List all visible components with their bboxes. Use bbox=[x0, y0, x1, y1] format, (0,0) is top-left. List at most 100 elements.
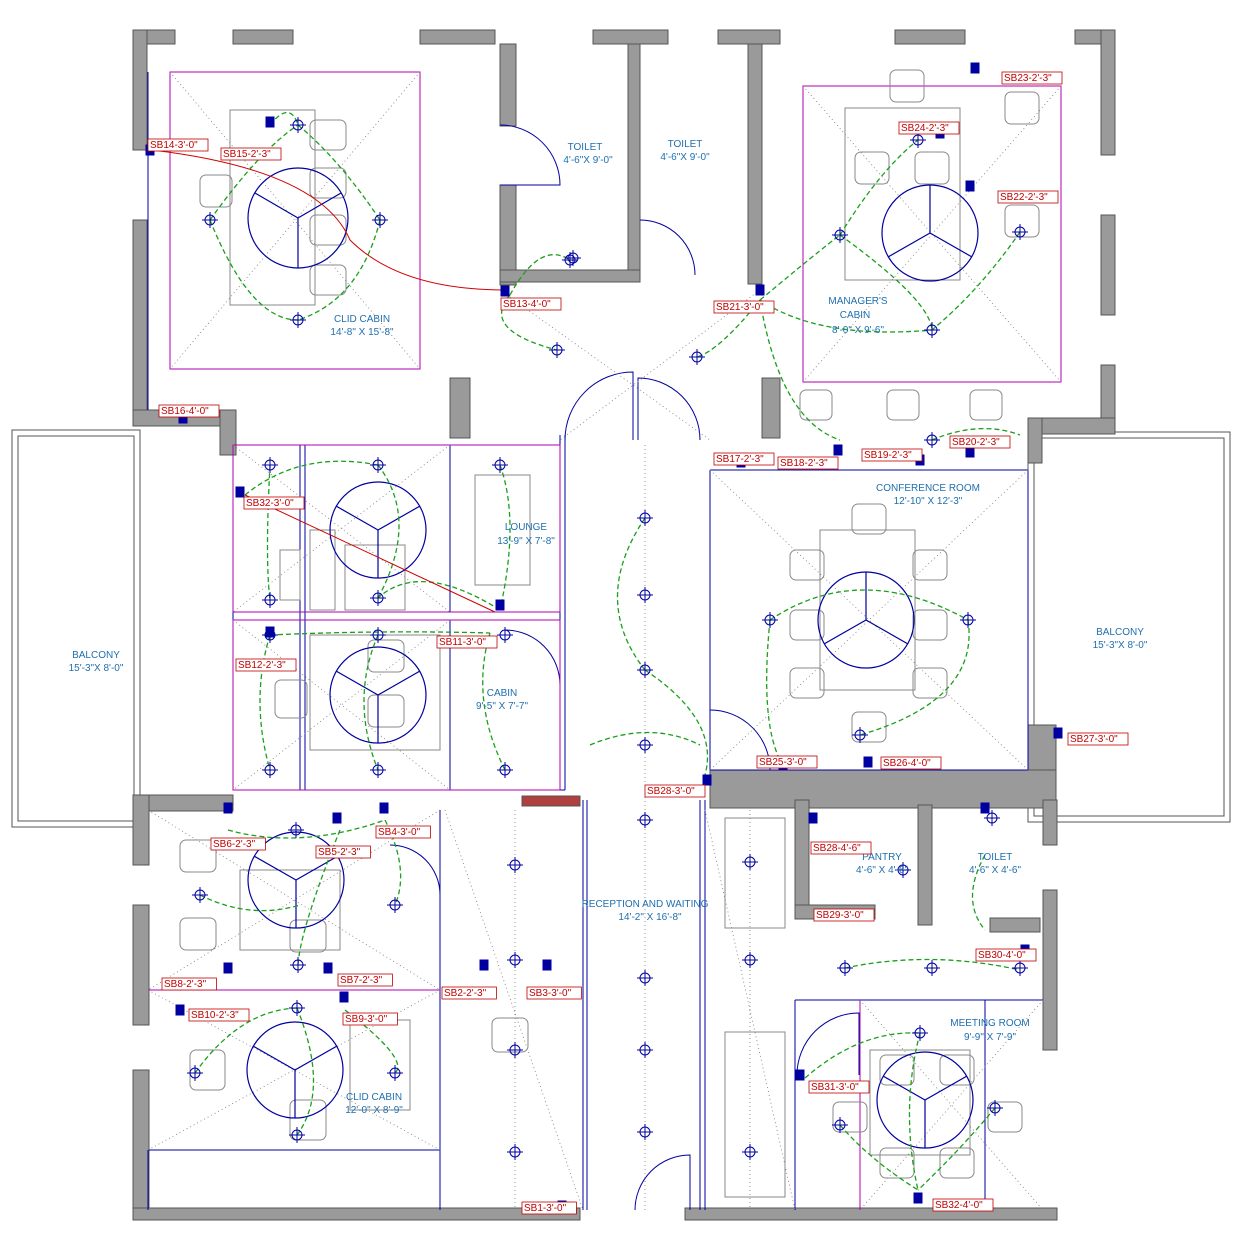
room-size: 12'-10" X 12'-3" bbox=[894, 496, 963, 507]
light-point-icon bbox=[742, 1144, 758, 1160]
svg-text:SB19-2'-3": SB19-2'-3" bbox=[864, 450, 912, 461]
switchboard-icon bbox=[265, 626, 275, 638]
switchboard-icon bbox=[970, 62, 980, 74]
switchboard-icon bbox=[495, 599, 505, 611]
switchboard-tags: SB14-3'-0"SB15-2'-3"SB13-4'-0"SB21-3'-0"… bbox=[147, 71, 1129, 1215]
switchboard-icon bbox=[235, 486, 245, 498]
light-points bbox=[187, 117, 1028, 1160]
light-point-icon bbox=[912, 1025, 928, 1041]
light-point-icon bbox=[742, 952, 758, 968]
svg-text:SB31-3'-0": SB31-3'-0" bbox=[811, 1082, 859, 1093]
switchboard-tag: SB8-2'-3" bbox=[161, 977, 217, 991]
switchboard-icon bbox=[223, 802, 233, 814]
switchboard-tag: SB31-3'-0" bbox=[808, 1080, 870, 1094]
walls bbox=[132, 29, 1116, 1221]
light-point-icon bbox=[637, 1042, 653, 1058]
switchboard-tag: SB5-2'-3" bbox=[315, 845, 371, 859]
switchboard-tag: SB10-2'-3" bbox=[188, 1008, 250, 1022]
light-point-icon bbox=[837, 960, 853, 976]
light-point-icon bbox=[637, 662, 653, 678]
light-point-icon bbox=[370, 627, 386, 643]
light-point-icon bbox=[507, 857, 523, 873]
red-wall-block bbox=[521, 795, 581, 807]
room-size: 4'-6" X 4'-6" bbox=[856, 865, 909, 876]
switchboard-tag: SB7-2'-3" bbox=[337, 973, 393, 987]
svg-text:SB18-2'-3": SB18-2'-3" bbox=[780, 458, 828, 469]
room-name: CONFERENCE ROOM bbox=[876, 483, 980, 494]
svg-text:SB15-2'-3": SB15-2'-3" bbox=[223, 149, 271, 160]
switchboard-tag: SB1-3'-0" bbox=[521, 1201, 577, 1215]
room-name: CLID CABIN bbox=[334, 314, 390, 325]
light-point-icon bbox=[637, 812, 653, 828]
switchboard-icon bbox=[223, 962, 233, 974]
switchboard-tag: SB25-3'-0" bbox=[756, 755, 818, 769]
red-wiring bbox=[151, 149, 506, 613]
switchboard-tag: SB20-2'-3" bbox=[949, 435, 1011, 449]
light-point-icon bbox=[762, 612, 778, 628]
switchboard-tag: SB16-4'-0" bbox=[158, 404, 220, 418]
switchboard-tag: SB29-3'-0" bbox=[813, 908, 875, 922]
switchboard-icon bbox=[332, 812, 342, 824]
light-point-icon bbox=[262, 762, 278, 778]
svg-text:SB7-2'-3": SB7-2'-3" bbox=[340, 975, 383, 986]
light-point-icon bbox=[192, 887, 208, 903]
svg-text:SB12-2'-3": SB12-2'-3" bbox=[238, 660, 286, 671]
svg-text:SB23-2'-3": SB23-2'-3" bbox=[1004, 73, 1052, 84]
switchboard-icon bbox=[1053, 727, 1063, 739]
svg-text:SB9-3'-0": SB9-3'-0" bbox=[345, 1014, 388, 1025]
switchboard-tag: SB24-2'-3" bbox=[898, 121, 960, 135]
light-point-icon bbox=[637, 510, 653, 526]
switchboard-tag: SB14-3'-0" bbox=[147, 138, 209, 152]
light-point-icon bbox=[924, 322, 940, 338]
svg-text:SB30-4'-0": SB30-4'-0" bbox=[978, 950, 1026, 961]
room-name: TOILET bbox=[978, 852, 1013, 863]
room-lines bbox=[147, 72, 1043, 1211]
room-size: 14'-8" X 15'-8" bbox=[330, 327, 394, 338]
room-name: CLID CABIN bbox=[346, 1092, 402, 1103]
light-point-icon bbox=[637, 970, 653, 986]
switchboard-icon bbox=[702, 774, 712, 786]
switchboard-tag: SB32-4'-0" bbox=[932, 1198, 994, 1212]
light-point-icon bbox=[370, 457, 386, 473]
switchboard-tag: SB32-3'-0" bbox=[243, 496, 305, 510]
light-point-icon bbox=[370, 590, 386, 606]
light-point-icon bbox=[262, 457, 278, 473]
light-point-icon bbox=[507, 1042, 523, 1058]
svg-text:SB28-4'-6": SB28-4'-6" bbox=[813, 843, 861, 854]
light-point-icon bbox=[507, 1144, 523, 1160]
ceiling-fans bbox=[246, 167, 979, 1149]
room-name: MEETING ROOM bbox=[950, 1018, 1029, 1029]
light-point-icon bbox=[289, 1000, 305, 1016]
svg-text:SB25-3'-0": SB25-3'-0" bbox=[759, 757, 807, 768]
svg-text:SB14-3'-0": SB14-3'-0" bbox=[150, 140, 198, 151]
room-size: 15'-3"X 8'-0" bbox=[69, 663, 124, 674]
partitions bbox=[148, 71, 1062, 1210]
ceiling-fan-icon bbox=[881, 184, 979, 282]
switchboards bbox=[145, 62, 1063, 1212]
light-point-icon bbox=[290, 312, 306, 328]
switchboard-tag: SB21-3'-0" bbox=[713, 300, 775, 314]
room-size: 9'-5" X 7'-7" bbox=[476, 701, 529, 712]
switchboard-tag: SB18-2'-3" bbox=[777, 456, 839, 470]
light-point-icon bbox=[984, 810, 1000, 826]
svg-text:SB17-2'-3": SB17-2'-3" bbox=[716, 454, 764, 465]
ceiling-grid bbox=[147, 71, 1062, 1211]
light-point-icon bbox=[1012, 960, 1028, 976]
room-name: RECEPTION AND WAITING bbox=[582, 899, 709, 910]
light-point-icon bbox=[290, 117, 306, 133]
light-point-icon bbox=[637, 737, 653, 753]
switchboard-icon bbox=[980, 802, 990, 814]
svg-text:SB29-3'-0": SB29-3'-0" bbox=[816, 910, 864, 921]
furniture bbox=[179, 69, 1040, 1198]
room-name: MANAGER'S bbox=[828, 296, 887, 307]
svg-text:SB28-3'-0": SB28-3'-0" bbox=[647, 786, 695, 797]
svg-text:SB20-2'-3": SB20-2'-3" bbox=[952, 437, 1000, 448]
wiring bbox=[194, 111, 1021, 1191]
room-name: CABIN bbox=[840, 310, 871, 321]
switchboard-tag: SB12-2'-3" bbox=[235, 658, 297, 672]
svg-text:SB8-2'-3": SB8-2'-3" bbox=[164, 979, 207, 990]
svg-text:SB6-2'-3": SB6-2'-3" bbox=[213, 839, 256, 850]
switchboard-tag: SB17-2'-3" bbox=[713, 452, 775, 466]
room-name: TOILET bbox=[568, 142, 603, 153]
